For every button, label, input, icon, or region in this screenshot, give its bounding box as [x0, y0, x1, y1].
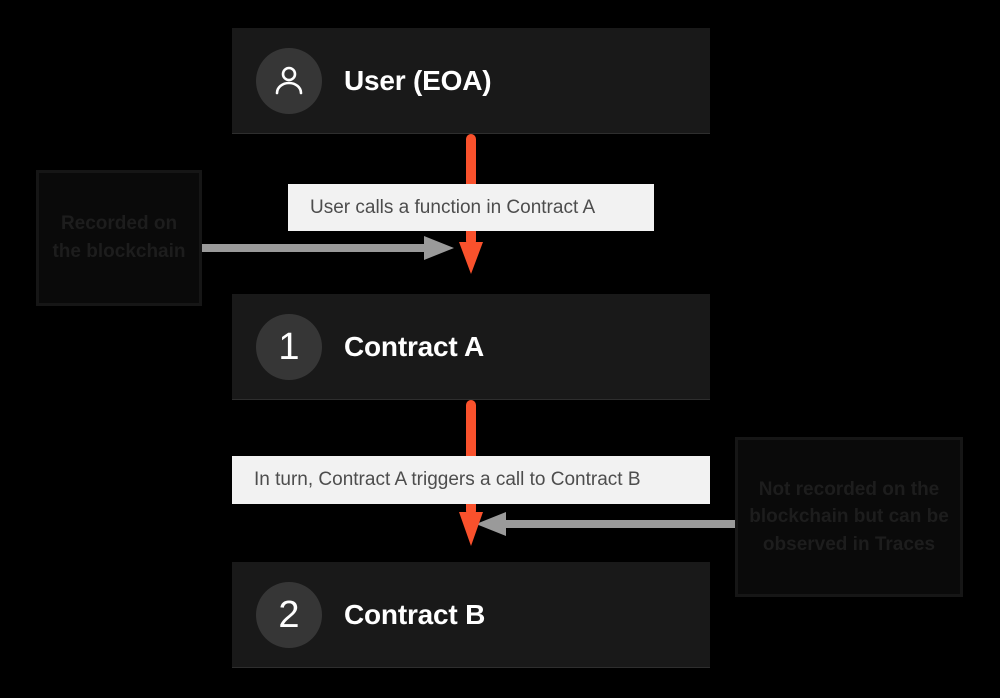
- node-contract-a-label: Contract A: [344, 330, 485, 362]
- node-user-label: User (EOA): [344, 64, 492, 96]
- step-caption-2: In turn, Contract A triggers a call to C…: [232, 456, 710, 504]
- person-avatar: [256, 47, 322, 114]
- step-number-badge-1: 1: [256, 313, 322, 380]
- connector-arrow-recorded: [202, 232, 454, 264]
- person-icon: [275, 66, 303, 94]
- annotation-not-recorded-on-blockchain: Not recorded on the blockchain but can b…: [735, 437, 963, 597]
- step-number-2: 2: [278, 593, 300, 636]
- step-caption-1: User calls a function in Contract A: [288, 184, 654, 231]
- annotation-recorded-on-blockchain: Recorded on the blockchain: [36, 170, 202, 306]
- connector-arrow-not-recorded: [476, 508, 742, 540]
- node-user[interactable]: User (EOA): [232, 28, 710, 134]
- step-number-1: 1: [278, 325, 300, 368]
- annotation-recorded-text: Recorded on the blockchain: [52, 213, 186, 262]
- node-contract-a[interactable]: 1 Contract A: [232, 294, 710, 400]
- step-caption-2-text: In turn, Contract A triggers a call to C…: [254, 469, 641, 490]
- node-contract-b[interactable]: 2 Contract B: [232, 562, 710, 668]
- step-caption-1-text: User calls a function in Contract A: [310, 196, 596, 218]
- step-number-badge-2: 2: [256, 581, 322, 648]
- annotation-not-recorded-text: Not recorded on the blockchain but can b…: [749, 478, 949, 555]
- node-contract-b-label: Contract B: [344, 598, 486, 630]
